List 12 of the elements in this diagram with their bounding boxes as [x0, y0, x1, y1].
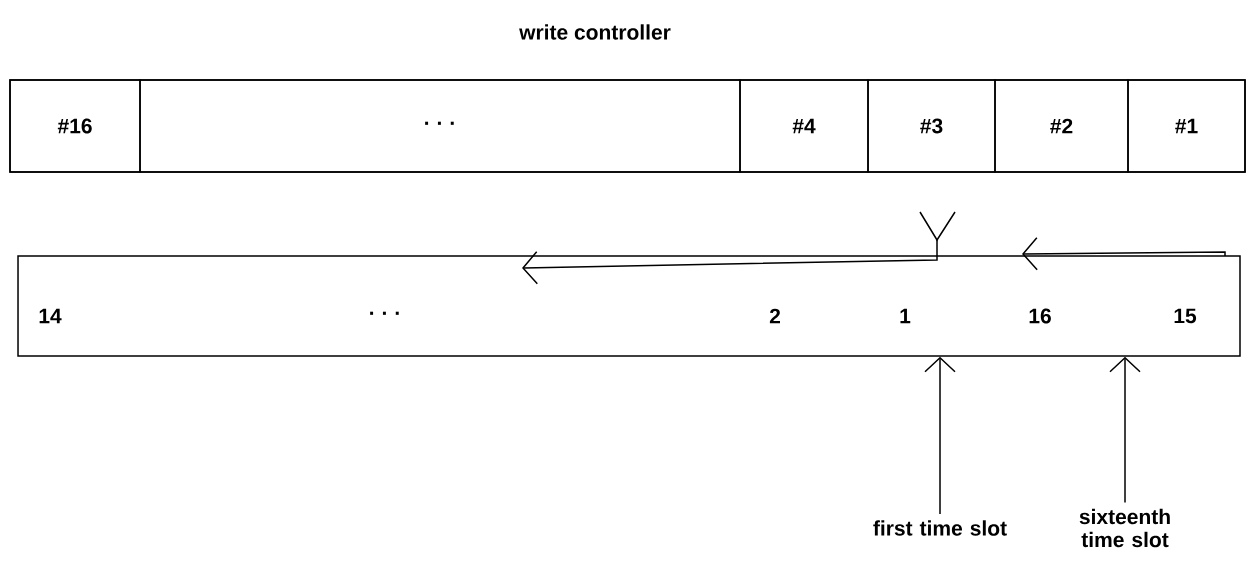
arrow	[1109, 356, 1141, 504]
arrow	[924, 356, 956, 515]
register-cell: #3	[867, 79, 996, 173]
register-cell: · · ·	[139, 79, 741, 173]
register-cell: #4	[739, 79, 869, 173]
slot-label: first time slot	[873, 520, 1007, 536]
slot-bar: 14 · · · 2 1 16 15	[17, 255, 1241, 357]
register-cell: #2	[994, 79, 1129, 173]
register-cell: #16	[9, 79, 141, 173]
slot-label: sixteenth time slot	[1079, 508, 1170, 548]
register-cell: #1	[1127, 79, 1246, 173]
title: write controller	[519, 24, 671, 40]
